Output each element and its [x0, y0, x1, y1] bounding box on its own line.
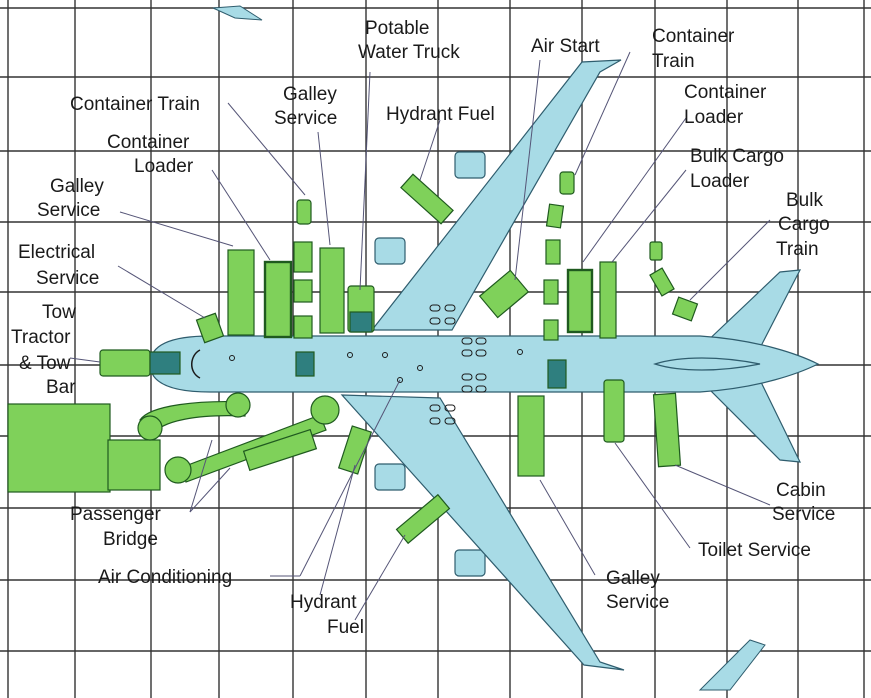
label-tow-tractor: Tractor: [11, 327, 71, 348]
label-toilet-service: Toilet Service: [698, 540, 811, 561]
label-container-loader-left: Container: [107, 132, 190, 153]
container-loader-r: [566, 268, 594, 334]
toilet-truck: [603, 379, 625, 443]
label-bulk-cargo-loader: Bulk Cargo: [690, 146, 784, 167]
label-tow-tractor: Tow: [42, 302, 76, 323]
adjacent-aircraft-wingtips: [212, 5, 766, 691]
label-bulk-cargo-train: Train: [776, 239, 819, 260]
hydrant-fuel-top: [400, 173, 454, 225]
label-air-start: Air Start: [531, 36, 600, 57]
tow-tractor-icon: [99, 349, 151, 377]
upper-stabilizer: [698, 269, 802, 349]
label-bulk-cargo-loader: Loader: [690, 171, 750, 192]
label-passenger-bridge: Bridge: [103, 529, 158, 550]
engine-icon: [454, 549, 486, 577]
aircraft-top-view-icon: [149, 59, 820, 671]
label-tow-tractor: Bar: [46, 377, 76, 398]
label-hydrant-fuel-bottom: Fuel: [327, 617, 364, 638]
label-passenger-bridge: Passenger: [70, 504, 162, 525]
label-container-loader-left: Loader: [134, 156, 194, 177]
fuselage: [149, 335, 820, 393]
label-hydrant-fuel-top: Hydrant Fuel: [386, 104, 495, 125]
engine-icon: [374, 237, 406, 265]
electrical-cart: [195, 312, 225, 344]
label-galley-service-top: Service: [274, 108, 337, 129]
label-potable-water: Potable: [365, 18, 429, 39]
label-electrical-service: Electrical: [18, 242, 95, 263]
cabin-service-truck: [652, 392, 682, 468]
label-container-loader-right: Loader: [684, 107, 744, 128]
hydrant-fuel-bottom: [395, 493, 451, 545]
label-electrical-service: Service: [36, 268, 99, 289]
passenger-bridge-1: [139, 401, 246, 438]
upper-wing: [370, 59, 622, 331]
leader-lines: [69, 51, 771, 621]
label-galley-service-left: Service: [37, 200, 100, 221]
engine-icon: [454, 151, 486, 179]
label-bulk-cargo-train: Cargo: [778, 214, 830, 235]
label-galley-service-bottom: Service: [606, 592, 669, 613]
label-container-train-right: Container: [652, 26, 735, 47]
galley-service-bottom: [517, 395, 545, 477]
label-container-loader-right: Container: [684, 82, 767, 103]
label-potable-water: Water Truck: [358, 42, 460, 63]
label-galley-service-left: Galley: [50, 176, 104, 197]
label-hydrant-fuel-bottom: Hydrant: [290, 592, 357, 613]
label-cabin-service: Service: [772, 504, 835, 525]
label-container-train-right: Train: [652, 51, 695, 72]
callout-labels: Potable Water Truck Air Start Container …: [11, 18, 835, 638]
label-tow-tractor: & Tow: [19, 353, 71, 374]
ground-vehicles: [7, 171, 699, 545]
engine-icon: [374, 463, 406, 491]
label-galley-service-top: Galley: [283, 84, 337, 105]
label-cabin-service: Cabin: [776, 480, 826, 501]
lower-stabilizer: [698, 379, 802, 463]
label-container-train-left: Container Train: [70, 94, 200, 115]
lower-wing: [340, 394, 625, 671]
label-bulk-cargo-train: Bulk: [786, 190, 823, 211]
label-galley-service-bottom: Galley: [606, 568, 660, 589]
label-air-conditioning: Air Conditioning: [98, 567, 232, 588]
container-loader-l: [227, 249, 255, 336]
terminal-building: [7, 403, 111, 493]
